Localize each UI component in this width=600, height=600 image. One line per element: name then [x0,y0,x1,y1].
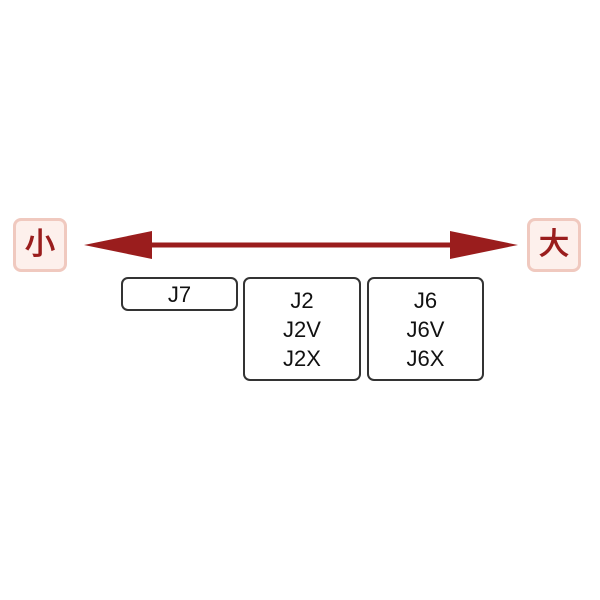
arrow-head-left [84,231,152,259]
group-box-j7: J7 [121,277,238,311]
arrow-head-right [450,231,518,259]
group-item: J6 [413,287,438,313]
scale-label-large: 大 [527,218,581,272]
group-box-j2: J2 J2V J2X [243,277,361,381]
group-item: J2X [283,345,321,371]
group-item: J2 [290,287,314,313]
group-box-j6: J6 J6V J6X [367,277,484,381]
group-item: J6V [406,316,445,342]
group-item: J7 [167,281,192,307]
group-item: J6X [406,345,445,371]
scale-label-small: 小 [13,218,67,272]
group-item: J2V [283,316,321,342]
